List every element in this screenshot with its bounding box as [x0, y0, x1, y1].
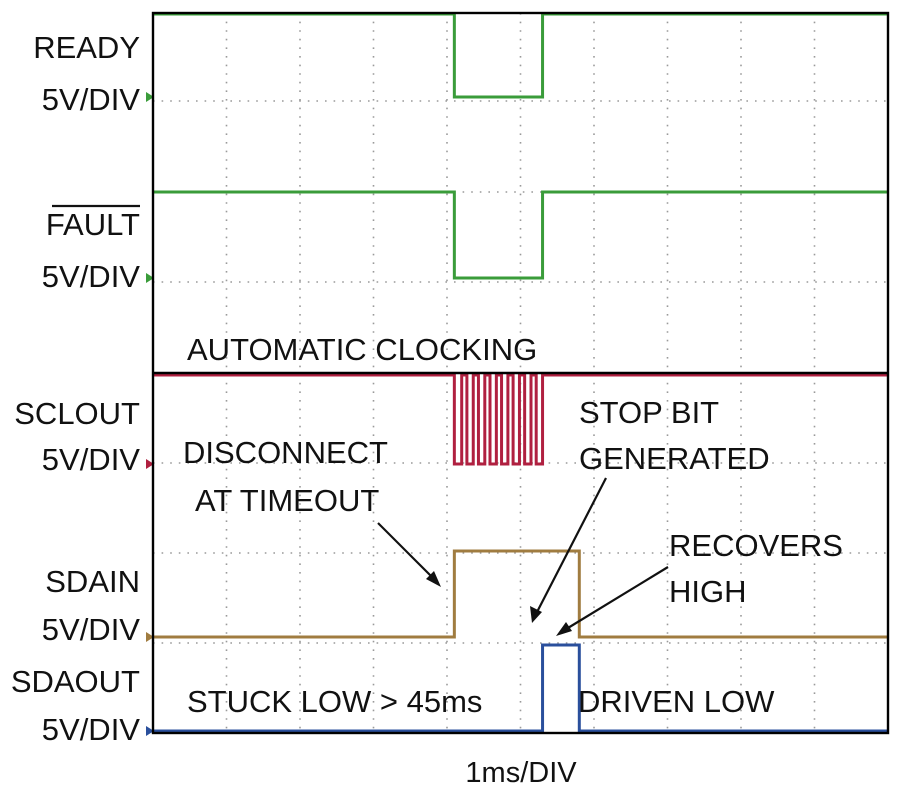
x-axis-label: 1ms/DIV [465, 757, 577, 789]
channel-label-sdain: SDAIN [45, 564, 140, 599]
channel-markers [146, 92, 154, 736]
channel-scale-fault: 5V/DIV [42, 259, 141, 294]
channel-scale-sdaout: 5V/DIV [42, 712, 141, 747]
ground-marker-ready [146, 92, 154, 102]
channel-scale-ready: 5V/DIV [42, 82, 141, 117]
channel-label-fault: FAULT [46, 207, 140, 242]
annotation-disconnect-at-timeout: DISCONNECT AT TIMEOUT [183, 435, 396, 518]
channel-label-sclout: SCLOUT [14, 396, 140, 431]
annotation-driven-low: DRIVEN LOW [578, 684, 775, 719]
arrowhead-recovers-high [556, 622, 572, 636]
trace-sdain [153, 549, 888, 639]
arrowhead-disconnect [426, 571, 441, 587]
ground-marker-fault [146, 273, 154, 283]
annotation-stuck-low: STUCK LOW > 45ms [187, 684, 482, 719]
trace-fault [153, 190, 888, 280]
ground-marker-sdaout [146, 726, 154, 736]
trace-sdaout [153, 643, 888, 733]
channel-scale-sclout: 5V/DIV [42, 442, 141, 477]
arrowhead-stop-bit [530, 606, 542, 623]
channel-scale-sdain: 5V/DIV [42, 612, 141, 647]
channel-label-ready: READY [33, 30, 140, 65]
arrow-stop-bit [535, 477, 607, 615]
trace-sclout [153, 373, 888, 466]
annotation-stop-bit-generated: STOP BIT GENERATED [579, 395, 770, 476]
ground-marker-sclout [146, 459, 154, 469]
arrow-recovers-high [562, 566, 669, 632]
ground-marker-sdain [146, 632, 154, 642]
annotation-recovers-high: RECOVERS HIGH [669, 528, 852, 609]
trace-ready [153, 12, 888, 99]
arrow-disconnect [377, 522, 439, 584]
channel-label-sdaout: SDAOUT [11, 664, 140, 699]
annotation-arrows [377, 477, 669, 636]
annotation-automatic-clocking: AUTOMATIC CLOCKING [187, 332, 537, 367]
